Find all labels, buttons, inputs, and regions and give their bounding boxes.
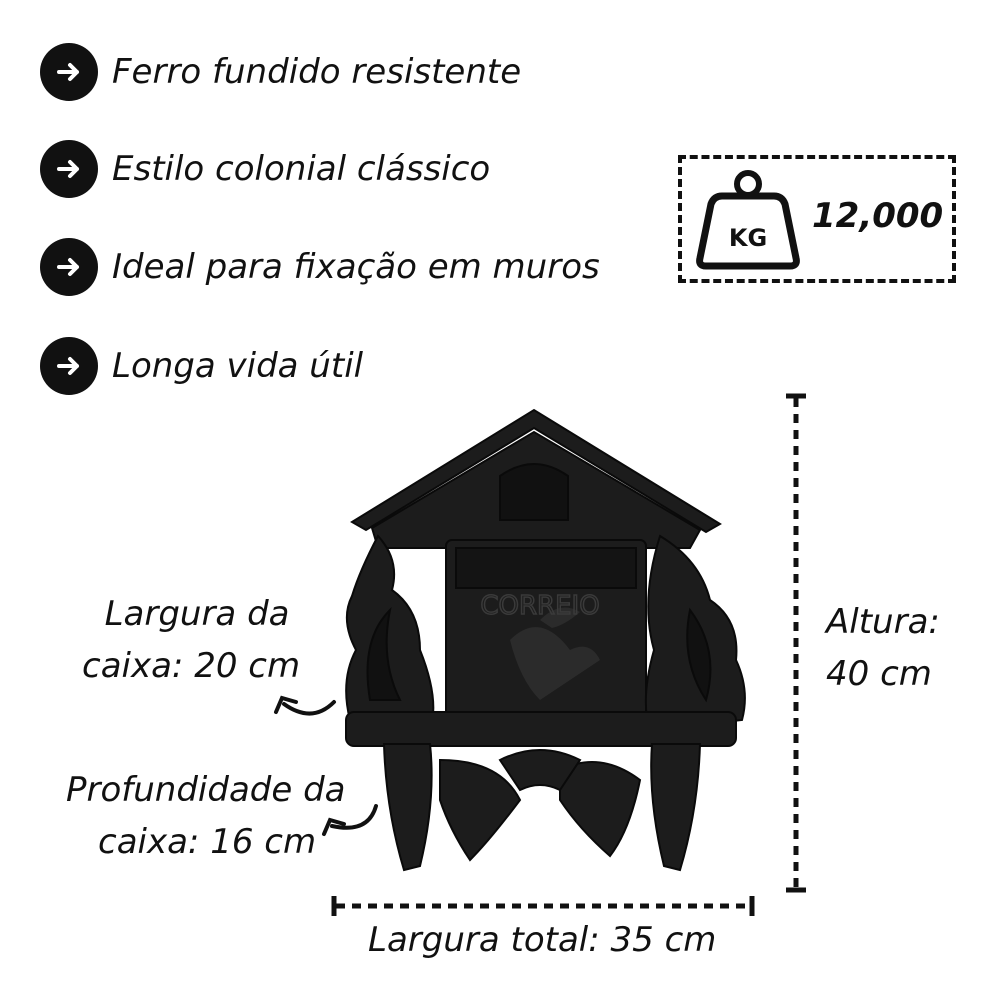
plaque-text: CORREIO bbox=[480, 591, 599, 621]
curved-arrow-icon bbox=[274, 695, 336, 716]
weight-value: 12,000 bbox=[812, 196, 944, 236]
height-dimension-line bbox=[786, 393, 806, 893]
box-depth-label: Profundidade da caixa: 16 cm bbox=[66, 764, 346, 868]
feature-item: Ideal para fixação em muros bbox=[40, 237, 600, 297]
arrow-right-icon bbox=[40, 238, 98, 296]
feature-item: Ferro fundido resistente bbox=[40, 42, 521, 102]
box-width-line1: Largura da bbox=[104, 594, 290, 634]
box-depth-line2: caixa: 16 cm bbox=[98, 822, 317, 862]
curved-arrow-icon bbox=[322, 804, 378, 836]
total-width-label: Largura total: 35 cm bbox=[368, 920, 717, 960]
width-dimension-line bbox=[331, 896, 755, 916]
feature-item: Longa vida útil bbox=[40, 336, 363, 396]
box-width-label: Largura da caixa: 20 cm bbox=[82, 588, 300, 692]
bird-relief bbox=[510, 607, 600, 700]
feature-text: Estilo colonial clássico bbox=[112, 149, 491, 189]
feature-item: Estilo colonial clássico bbox=[40, 139, 490, 199]
feature-text: Longa vida útil bbox=[112, 346, 364, 386]
arrow-right-icon bbox=[40, 43, 98, 101]
feature-text: Ferro fundido resistente bbox=[112, 52, 522, 92]
weight-box bbox=[678, 155, 956, 283]
box-depth-line1: Profundidade da bbox=[66, 770, 346, 810]
arrow-right-icon bbox=[40, 337, 98, 395]
arrow-right-icon bbox=[40, 140, 98, 198]
height-label: Altura: 40 cm bbox=[826, 596, 940, 700]
height-line2: 40 cm bbox=[826, 654, 932, 694]
box-width-line2: caixa: 20 cm bbox=[82, 646, 301, 686]
height-line1: Altura: bbox=[826, 602, 940, 642]
feature-text: Ideal para fixação em muros bbox=[112, 247, 600, 287]
